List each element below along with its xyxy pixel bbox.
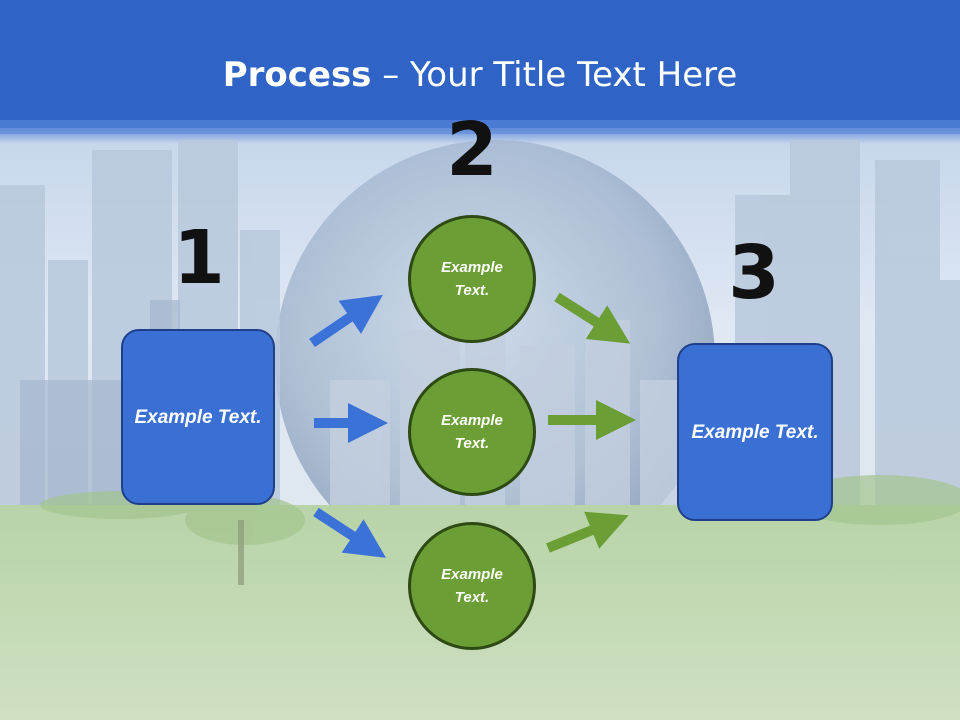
circle-bottom: Example Text. <box>408 522 536 650</box>
circle-middle-text: Example Text. <box>441 412 503 452</box>
arrow-blue-down <box>313 507 387 558</box>
slide-title: Process – Your Title Text Here <box>0 50 960 100</box>
circle-top: Example Text. <box>408 215 536 343</box>
circle-middle: Example Text. <box>408 368 536 496</box>
right-process-box: Example Text. <box>677 343 833 521</box>
title-bold: Process <box>222 55 372 95</box>
left-box-text: Example Text. <box>134 406 262 428</box>
step-number-1: 1 <box>173 215 225 301</box>
arrow-green-bottom <box>546 511 629 553</box>
circle-top-text: Example Text. <box>441 259 503 299</box>
arrow-blue-up <box>309 294 383 348</box>
title-rest: – Your Title Text Here <box>371 55 738 95</box>
step-number-2: 2 <box>446 107 498 193</box>
left-process-box: Example Text. <box>121 329 275 505</box>
circle-bottom-text: Example Text. <box>441 566 503 606</box>
step-number-3: 3 <box>728 230 780 316</box>
arrow-green-top <box>554 292 631 344</box>
right-box-text: Example Text. <box>691 421 819 443</box>
